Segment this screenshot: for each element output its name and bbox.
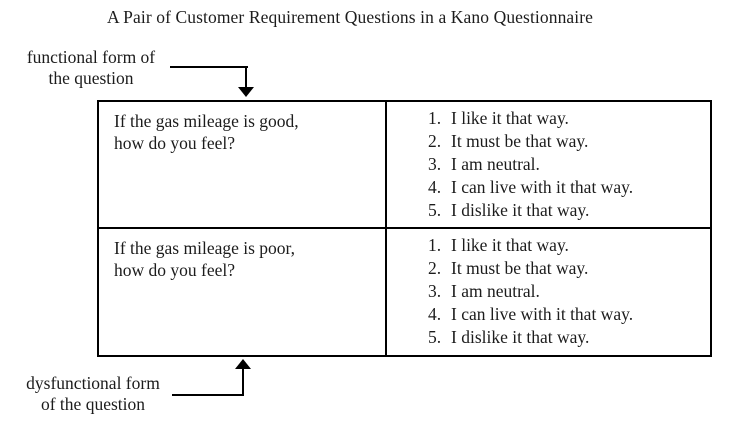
figure-title: A Pair of Customer Requirement Questions… xyxy=(106,7,594,27)
option-item: 5. I dislike it that way. xyxy=(428,326,706,349)
option-text: I dislike it that way. xyxy=(451,200,590,220)
up-arrowhead-icon xyxy=(235,359,251,369)
dysfunctional-form-label-line2: of the question xyxy=(40,394,145,414)
option-item: 3. I am neutral. xyxy=(428,280,706,303)
option-text: I can live with it that way. xyxy=(451,303,634,324)
functional-form-label-line1: functional form of xyxy=(26,47,156,67)
dysfunctional-connector-vertical-line xyxy=(242,369,244,396)
option-text: I can live with it that way. xyxy=(451,177,634,197)
option-text: I am neutral. xyxy=(451,280,540,301)
dysfunctional-form-label: dysfunctional form of the question xyxy=(10,373,176,415)
option-item: 4. I can live with it that way. xyxy=(428,303,706,326)
option-number: 2. xyxy=(428,257,442,278)
functional-connector-horizontal-line xyxy=(170,66,248,68)
option-item: 2. It must be that way. xyxy=(428,257,706,280)
option-number: 5. xyxy=(428,326,442,347)
option-text: I dislike it that way. xyxy=(451,326,590,347)
kano-question-table: If the gas mileage is good, how do you f… xyxy=(97,100,712,357)
option-number: 3. xyxy=(428,280,442,301)
question-line: how do you feel? xyxy=(114,259,236,280)
option-text: I like it that way. xyxy=(451,234,569,255)
option-item: 1. I like it that way. xyxy=(428,234,706,257)
option-number: 3. xyxy=(428,154,442,174)
question-line: If the gas mileage is poor, xyxy=(114,237,296,258)
option-text: I am neutral. xyxy=(451,154,540,174)
option-item: 4. I can live with it that way. xyxy=(428,176,706,199)
dysfunctional-form-label-line1: dysfunctional form xyxy=(26,373,160,393)
option-item: 5. I dislike it that way. xyxy=(428,199,706,222)
functional-form-label: functional form of the question xyxy=(10,47,172,89)
option-number: 2. xyxy=(428,131,442,151)
functional-options-cell: 1. I like it that way. 2. It must be that … xyxy=(387,102,710,229)
dysfunctional-options-cell: 1. I like it that way. 2. It must be that … xyxy=(387,229,710,356)
functional-question-cell: If the gas mileage is good, how do you f… xyxy=(99,102,387,229)
option-text: I like it that way. xyxy=(451,108,569,128)
down-arrowhead-icon xyxy=(238,87,254,97)
option-number: 4. xyxy=(428,177,442,197)
question-line: how do you feel? xyxy=(114,133,236,153)
option-text: It must be that way. xyxy=(451,131,589,151)
option-item: 3. I am neutral. xyxy=(428,153,706,176)
option-number: 4. xyxy=(428,303,442,324)
functional-connector-vertical-line xyxy=(245,66,247,88)
dysfunctional-connector-horizontal-line xyxy=(172,394,244,396)
functional-form-label-line2: the question xyxy=(48,68,134,88)
option-item: 1. I like it that way. xyxy=(428,107,706,130)
option-number: 1. xyxy=(428,234,442,255)
dysfunctional-question-cell: If the gas mileage is poor, how do you f… xyxy=(99,228,387,355)
option-text: It must be that way. xyxy=(451,257,589,278)
option-number: 1. xyxy=(428,108,442,128)
question-line: If the gas mileage is good, xyxy=(114,111,299,131)
option-number: 5. xyxy=(428,200,442,220)
option-item: 2. It must be that way. xyxy=(428,130,706,153)
